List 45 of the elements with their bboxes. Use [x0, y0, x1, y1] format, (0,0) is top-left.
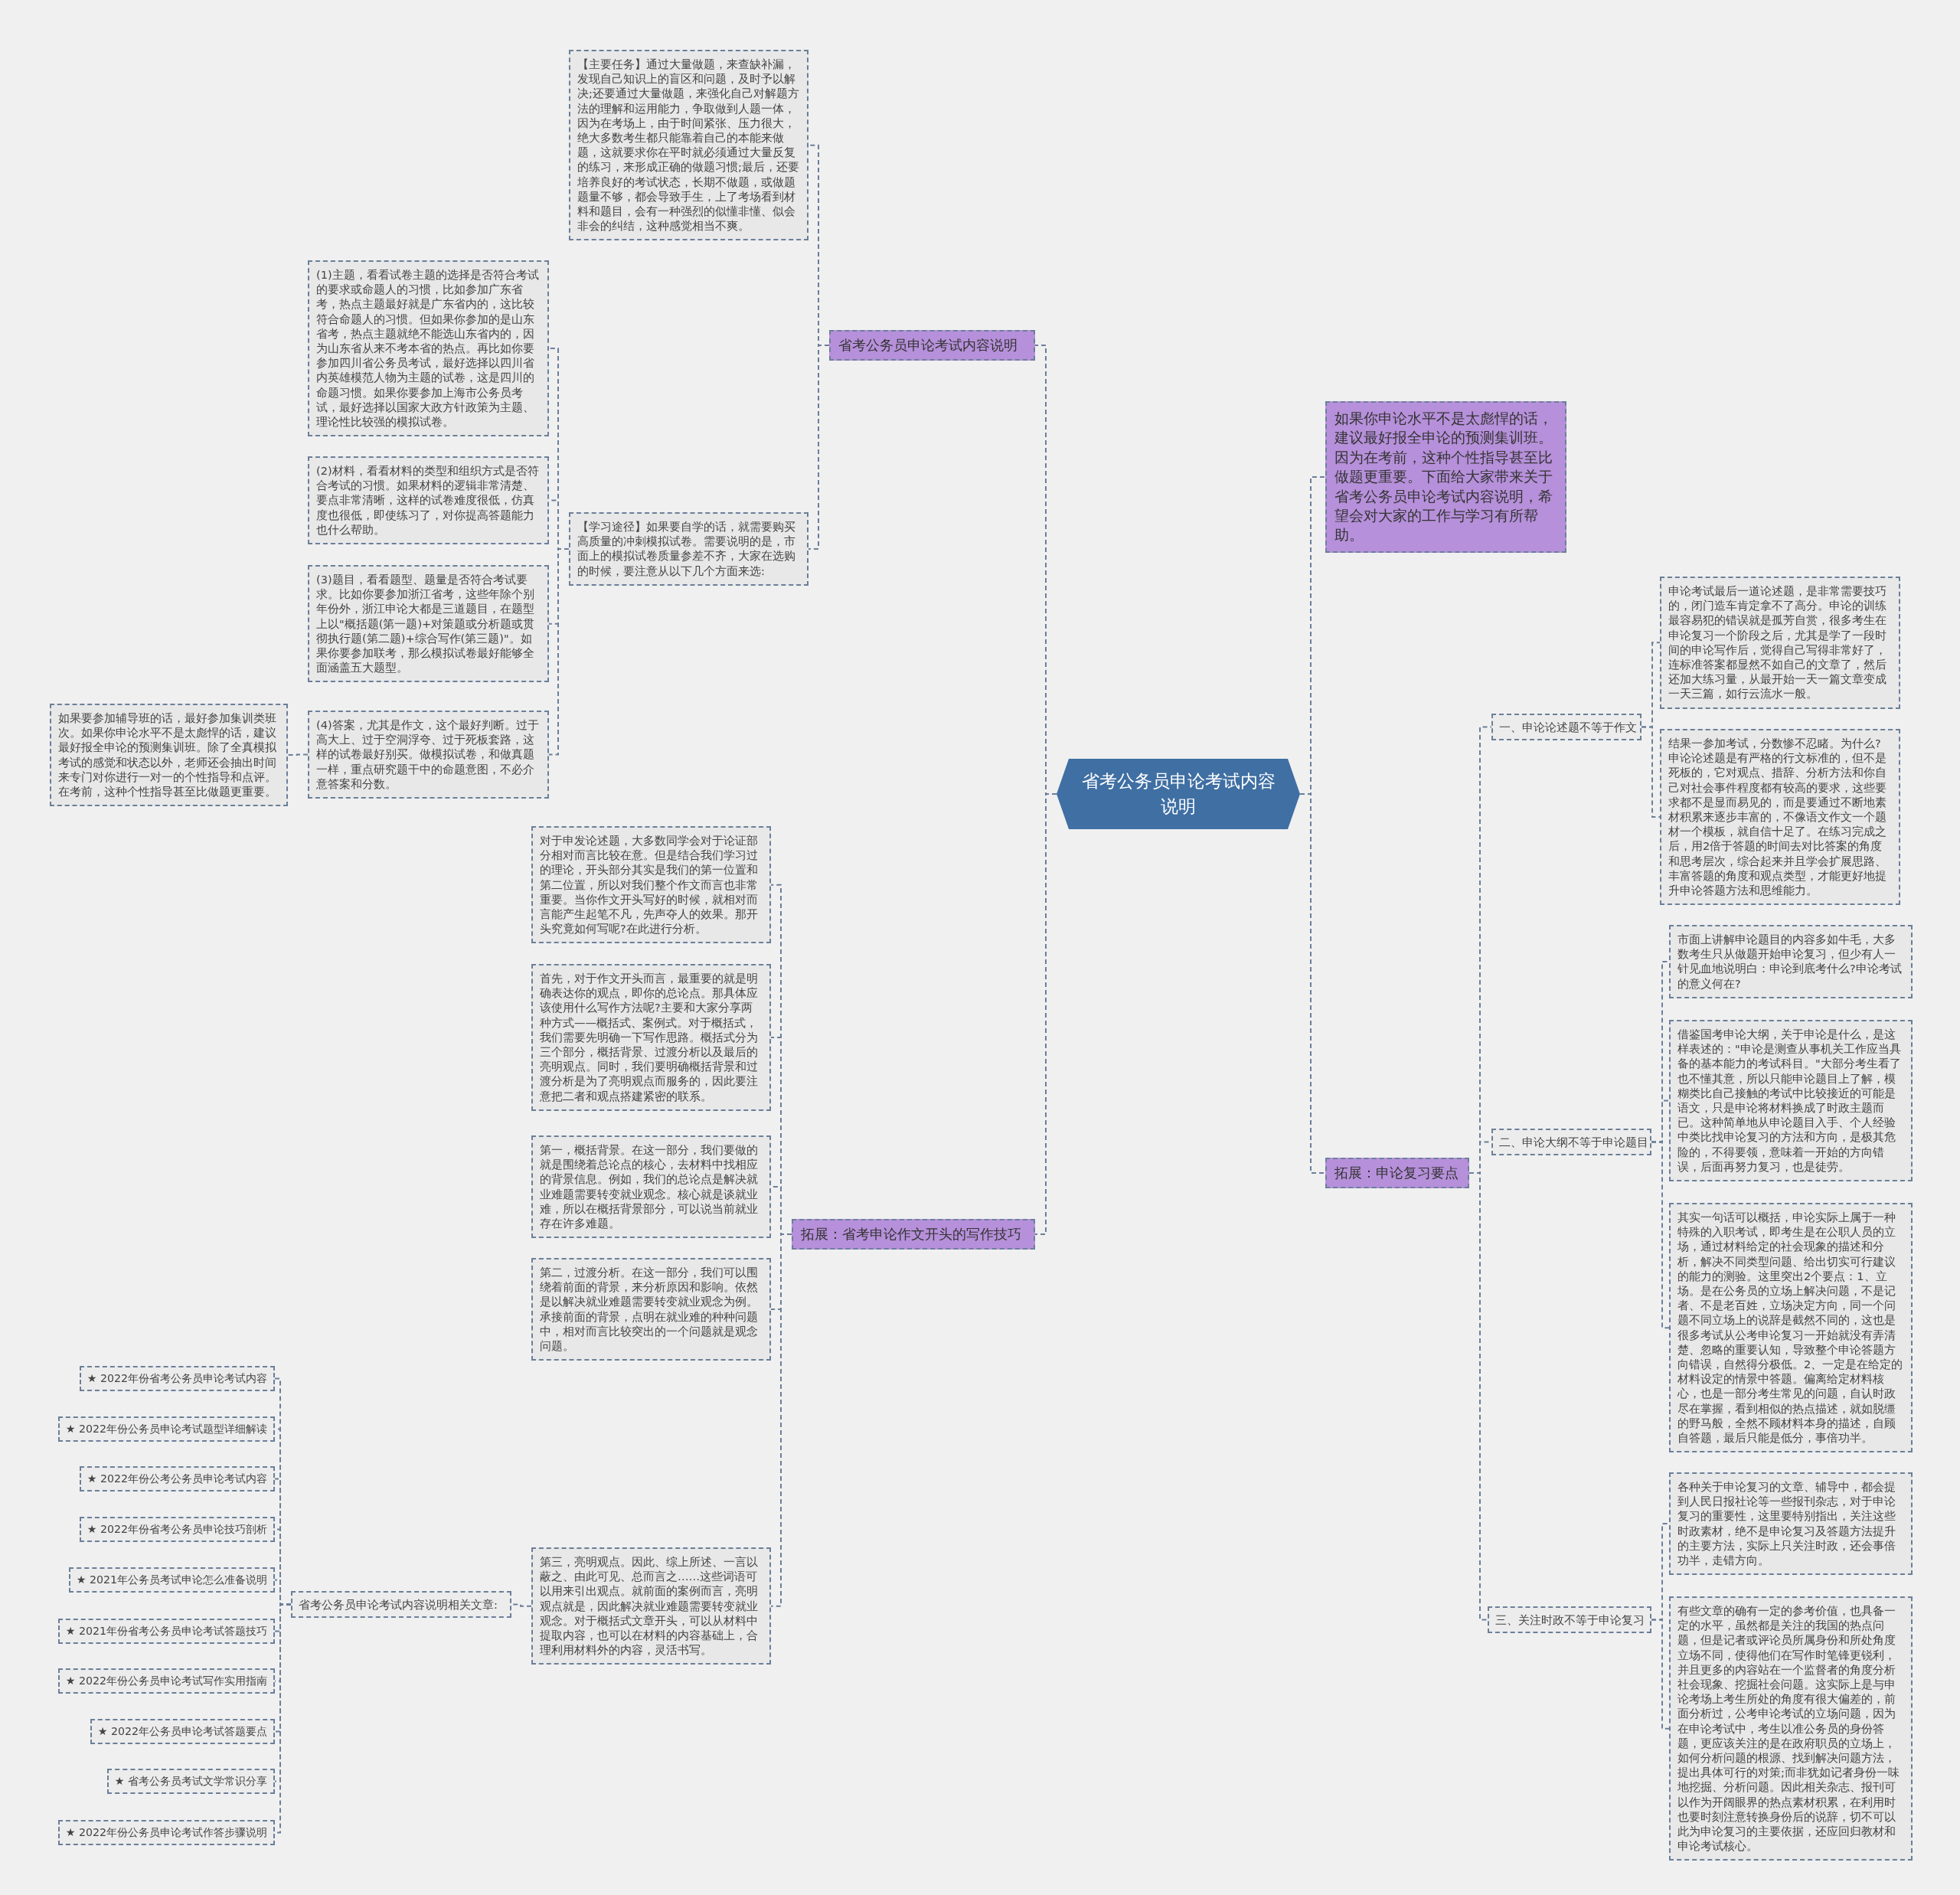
text-box: 结果一参加考试，分数惨不忍睹。为什么?申论论述题是有严格的行文标准的，但不是死板的，它对观点、措辞、分析方法和你自己对社会事件程度都有较高的要求，这些要求都不是显而易见的，而是要通过不断地素材积累来逐步丰富的，不像语文作文一个题材一个模板，就自信十足了。在练习完成之后，用2倍于答题的时间去对比答案的角度和思考层次，综合起来并且学会扩展思路、丰富答题的角度和观点类型，才能更好地提升申论答题方法和思维能力。: [1660, 729, 1900, 906]
branch-topic: 省考公务员申论考试内容说明: [829, 330, 1035, 361]
topic-box: 省考公务员申论考试内容说明相关文章:: [291, 1591, 511, 1618]
text-box: 【主要任务】通过大量做题，来查缺补漏，发现自己知识上的盲区和问题，及时予以解决;还要通过大量做题，来强化自己对解题方法的理解和运用能力，争取做到人题一体，因为在考场上，由于时间紧张、压力很大，绝大多数考生都只能靠着自己的本能来做题，这就要求你在平时就必须通过大量反复的练习，来形成正确的做题习惯;最后，还要培养良好的考试状态，长期不做题，或做题题量不够，都会导致手生，上了考场看到材料和题目，会有一种强烈的似懂非懂、似会非会的纠结，这种感觉相当不爽。: [569, 50, 808, 241]
link-item: ★ 2022年份公务员申论考试写作实用指南: [57, 1668, 275, 1694]
link-item: ★ 2022年份省考公务员申论技巧剖析: [79, 1517, 275, 1542]
link-item: ★ 2022年份省考公务员申论考试内容: [79, 1366, 275, 1391]
connector: [548, 547, 570, 756]
connector: [287, 753, 309, 756]
intro-box: 如果你申论水平不是太彪悍的话，建议最好报全申论的预测集训班。因为在考前，这种个性指导甚至比做题更重要。下面给大家带来关于省考公务员申论考试内容说明，希望会对大家的工作与学习有所帮助。: [1325, 401, 1566, 553]
connector: [808, 345, 830, 550]
text-box: 其实一句话可以概括，申论实际上属于一种特殊的入职考试，即考生是在公职人员的立场，通过材料给定的社会现象的描述和分析，解决不同类型问题、给出切实可行建议的能力的测验。这里突出2个要点：1、立场。是在公务员的立场上解决问题，不是记者、不是老百姓，立场决定方向，同一个问题不同立场上的说辞是截然不同的，这也是很多考试从公考申论复习一开始就没有弄清楚、忽略的重要认知，导致整个申论答题方向错误，自然得分极低。2、一定是在给定的材料设定的情景中答题。偏离给定材料核心，也是一部分考生常见的问题，自认时政尽在掌握，看到相似的热点描述，就如脱缰的野马般，全然不顾材料本身的描述，自顾自答题，最后只能是低分，事倍功半。: [1669, 1203, 1913, 1453]
text-box: 第一，概括背景。在这一部分，我们要做的就是围绕着总论点的核心，去材料中找相应的背景信息。例如，我们的总论点是解决就业难题需要转变就业观念。核心就是谈就业难，所以在概括背景部分，可以说当前就业存在许多难题。: [531, 1135, 771, 1239]
topic-box: 一、申论论述题不等于作文: [1491, 714, 1642, 740]
text-box: (4)答案，尤其是作文，这个最好判断。过于高大上、过于空洞浮夸、过于死板套路，这样的试卷最好别买。做模拟试卷，和做真题一样，重点研究题干中的命题意图，不必介意答案和分数。: [308, 711, 549, 799]
text-box: (3)题目，看看题型、题量是否符合考试要求。比如你要参加浙江省考，这些年除个别年份外，浙江申论大都是三道题目，在题型上以"概括题(第一题)+对策题或分析题或贯彻执行题(第二题)+综合写作(第三题)"。如果你要参加联考，那么模拟试卷最好能够全面涵盖五大题型。: [308, 565, 549, 683]
branch-topic: 拓展：省考申论作文开头的写作技巧: [792, 1219, 1035, 1250]
text-box: 申论考试最后一道论述题，是非常需要技巧的，闭门造车肯定拿不了高分。申论的训练最容易犯的错误就是孤芳自赏，很多考生在申论复习一个阶段之后，尤其是学了一段时间的申论写作后，觉得自己写得非常好了，连标准答案都显然不如自己的文章了，然后还加大练习量，从最开始一天一篇文章变成一天三篇，如行云流水一般。: [1660, 577, 1900, 709]
topic-box: 三、关注时政不等于申论复习: [1488, 1606, 1651, 1633]
central-topic: 省考公务员申论考试内容说明: [1057, 759, 1300, 829]
link-item: ★ 2022年份公考公务员申论考试内容: [79, 1466, 275, 1491]
text-box: 首先，对于作文开头而言，最重要的就是明确表达你的观点，即你的总论点。那具体应该使用什么写作方法呢?主要和大家分享两种方式——概括式、案例式。对于概括式，我们需要先明确一下写作思路。概括式分为三个部分，概括背景、过渡分析以及最后的亮明观点。同时，我们要明确概括背景和过渡分析是为了亮明观点而服务的，因此要注意把二者和观点搭建紧密的联系。: [531, 964, 771, 1111]
text-box: 【学习途径】如果要自学的话，就需要购买高质量的冲刺模拟试卷。需要说明的是，市面上的模拟试卷质量参差不齐，大家在选购的时候，要注意从以下几个方面来选:: [569, 512, 808, 586]
branch-topic: 拓展：申论复习要点: [1325, 1158, 1469, 1188]
text-box: (1)主题，看看试卷主题的选择是否符合考试的要求或命题人的习惯，比如参加广东省考，热点主题最好就是广东省内的，这比较符合命题人的习惯。但如果你参加的是山东省考，热点主题就绝不能选山东省内的，因为山东省从来不考本省的热点。再比如你要参加四川省公务员考试，最好选择以四川省内英雄模范人物为主题的试卷，这是四川的命题习惯。如果你要参加上海市公务员考试，最好选择以国家大政方针政策为主题、理论性比较强的模拟试卷。: [308, 260, 549, 437]
link-item: ★ 2022年公务员申论考试答题要点: [90, 1719, 275, 1744]
text-box: 市面上讲解申论题目的内容多如牛毛，大多数考生只从做题开始申论复习，但少有人一针见血地说明白：申论到底考什么?申论考试的意义何在?: [1669, 925, 1913, 998]
text-box: 借鉴国考申论大纲，关于申论是什么，是这样表述的："申论是测查从事机关工作应当具备的基本能力的考试科目。"大部分考生看了也不懂其意，所以只能申论题目上了解，模糊类比自己接触的考试中比较接近的可能是语文，只是申论将材料换成了时政主题而已。这种简单地从申论题目入手、个人经验中类比找申论复习的方法和方向，是极其危险的，不得要领，意味着一开始的方向错误，后面再努力复习，也是徒劳。: [1669, 1020, 1913, 1182]
link-item: ★ 2022年份公务员申论考试作答步骤说明: [57, 1820, 275, 1845]
topic-box: 二、申论大纲不等于申论题目: [1491, 1129, 1651, 1155]
text-box: 第三，亮明观点。因此、综上所述、一言以蔽之、由此可见、总而言之……这些词语可以用来引出观点。就前面的案例而言，亮明观点就是，因此解决就业难题需要转变就业观念。对于概括式文章开头，可以从材料中提取内容，也可以在材料的内容基础上，合理利用材料外的内容，灵活书写。: [531, 1547, 771, 1665]
connector: [511, 1603, 532, 1607]
link-item: ★ 2021年份省考公务员申论考试答题技巧: [57, 1619, 275, 1644]
connector: [1651, 1619, 1670, 1730]
text-box: 有些文章的确有一定的参考价值，也具备一定的水平，虽然都是关注的我国的热点问题，但是记者或评论员所属身份和所处角度立场不同，使得他们在写作时笔锋更锐利，并且更多的内容站在一个监督者的角度分析社会现象、挖掘社会问题。这实际上是与申论考场上考生所处的角度有很大偏差的，前面分析过，公考申论考试的立场问题，因为在申论考试中，考生以准公务员的身份答题，更应该关注的是在政府职员的立场上，如何分析问题的根源、找到解决问题方法，提出具体可行的对策;而非犹如记者身份一味地挖掘、分析问题。因此相关杂志、报刊可以作为开阔眼界的热点素材积累，在利用时也要时刻注意转换身份后的说辞，切不可以此为申论复习的主要依据，还应回归教材和申论考试核心。: [1669, 1596, 1913, 1861]
connector: [1651, 1141, 1670, 1329]
link-item: ★ 2022年份公务员申论考试题型详细解读: [57, 1416, 275, 1442]
text-box: 各种关于申论复习的文章、辅导中，都会提到人民日报社论等一些报刊杂志，对于申论复习的重要性，这里要特别指出，关注这些时政素材，绝不是申论复习及答题方法提升的主要方法，实际上只关注时政，还会事倍功半，走错方向。: [1669, 1472, 1913, 1576]
link-item: ★ 2021年公务员考试申论怎么准备说明: [68, 1567, 275, 1593]
text-box: 对于申发论述题，大多数同学会对于论证部分相对而言比较在意。但是结合我们学习过的理论，开头部分其实是我们的第一位置和第二位置，所以对我们整个作文而言也非常重要。当你作文开头写好的时候，就相对而言能产生起笔不凡，先声夺人的效果。那开头究竟如何写呢?在此进行分析。: [531, 826, 771, 944]
link-item: ★ 省考公务员考试文学常识分享: [106, 1769, 275, 1794]
text-box: (2)材料，看看材料的类型和组织方式是否符合考试的习惯。如果材料的逻辑非常清楚、要点非常清晰，这样的试卷难度很低，仿真度也很低，即使练习了，对你提高答题能力也什么帮助。: [308, 456, 549, 544]
connector: [1641, 726, 1661, 818]
text-box: 第二，过渡分析。在这一部分，我们可以围绕着前面的背景，来分析原因和影响。依然是以解决就业难题需要转变就业观念为例。承接前面的背景，点明在就业难的种种问题中，相对而言比较突出的一个问题就是观念问题。: [531, 1258, 771, 1361]
text-box: 如果要参加辅导班的话，最好参加集训类班次。如果你申论水平不是太彪悍的话，建议最好报全申论的预测集训班。除了全真模拟考试的感觉和状态以外，老师还会抽出时间来专门对你进行一对一的个性指导和点评。在考前，这种个性指导甚至比做题更重要。: [50, 704, 288, 807]
